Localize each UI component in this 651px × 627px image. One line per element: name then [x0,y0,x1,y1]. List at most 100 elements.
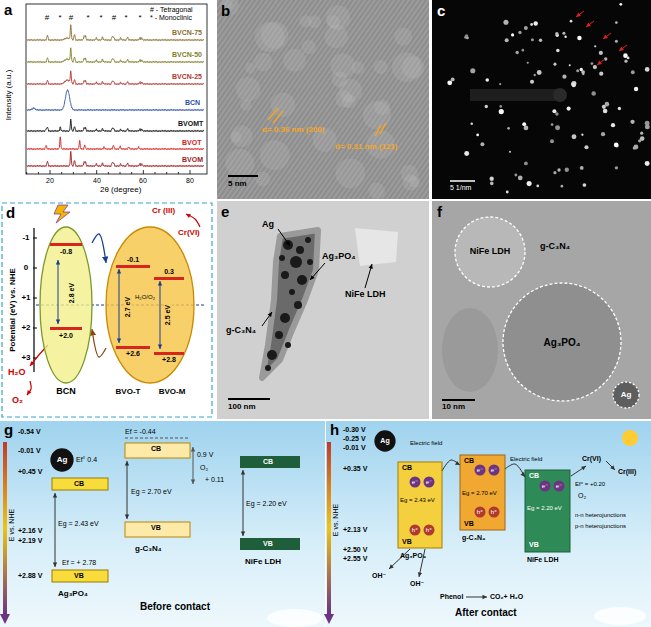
node-text: +2.8 [162,356,176,364]
image-texture [245,63,256,74]
diffraction-spot [531,38,534,41]
arrow-line [442,460,460,471]
label: Ag₃PO₄ [400,552,426,560]
particle-circle: Ag [612,381,640,409]
scale-bar [228,175,258,177]
particle-circle: NiFe LDH [454,216,526,288]
arrow-head [53,493,57,498]
ag-nanoparticle [275,331,283,339]
axis-tick [33,328,37,329]
diffraction-spot [552,109,556,113]
diffraction-spot [499,109,504,114]
node-text: +2.0 [59,332,73,340]
label: VB [402,538,412,546]
diffraction-spot [490,182,494,186]
label: * [99,14,102,23]
node-text: NiFe LDH [470,247,511,257]
label: e⁻ [556,483,563,490]
image-texture [339,79,362,102]
metal-circle: Ag [51,449,73,471]
ag-nanoparticle [307,259,313,265]
ag-nanoparticle [279,255,285,261]
electron [540,481,551,492]
band-column [460,455,505,530]
diffraction-spot [618,107,621,110]
arrow-line [278,229,290,246]
label: * - Monoclinic [150,14,192,22]
diffraction-spot [580,166,584,170]
diffraction-spot [634,87,638,91]
arrow-line [55,493,56,567]
diffraction-spot [505,38,509,42]
label: NiFe LDH [245,558,281,567]
label: # [45,14,49,23]
label: Eg = 2.43 eV [400,497,435,504]
axis-tick [73,172,74,174]
panel-letter: a [4,2,12,19]
diffraction-spot [447,80,452,85]
hole [410,525,421,536]
node-outline [503,283,621,401]
diffraction-spot [591,91,595,95]
node-shape [106,227,194,399]
valence-band [125,522,190,537]
axis-tick [33,298,37,299]
label: 40 [93,177,101,185]
label: Eg = 2.70 eV [462,490,497,497]
label: h⁺ [491,509,498,516]
tem-image [217,201,429,419]
image-texture [374,60,388,74]
label: +3 [21,354,30,363]
ag-nanoparticle [281,271,289,279]
tem-image [217,0,429,199]
label: h⁺ [412,527,419,534]
arrow-line [58,260,59,324]
label: e⁻ [477,467,484,474]
panel-letter: b [221,3,230,20]
conduction-band [125,443,190,458]
label: H₂O/O₂ [135,294,155,301]
diffraction-spot [555,32,558,35]
node-outline [40,227,92,383]
arrow-head [310,275,315,280]
diffraction-spot [583,183,587,187]
label: +2.55 V [343,555,367,563]
node-text: 2.5 eV [164,304,172,326]
axis-tick [33,238,37,239]
axis-tick [38,172,39,174]
node-outline [375,431,395,451]
axis-tick [61,172,62,174]
label: 80 [186,177,194,185]
label: p-n heterojunctions [575,523,626,530]
fringe-marker [375,125,381,136]
label: VB [263,540,273,548]
node-text: +2.6 [126,350,140,358]
ag-nanoparticle [280,313,290,323]
label: Electric field [510,456,542,463]
label: Intensity (a.u.) [5,70,14,121]
diffraction-spot [524,161,528,165]
arrow-head [610,465,615,470]
diffraction-spot [503,20,508,25]
diffraction-spot [524,26,528,30]
arrow-head [581,466,586,470]
label: VB [529,541,539,549]
node-outline [51,449,73,471]
panel-border [2,203,212,417]
arrow-line [243,470,244,536]
label: NiFe LDH [345,290,386,300]
label: BCN [185,99,200,107]
ag-nanoparticle [267,350,277,360]
diffraction-spot [539,39,542,42]
arrow-head [418,572,422,577]
diffraction-spot [599,72,603,76]
node-text: Ag [380,437,389,445]
node-outline [613,382,639,408]
diffraction-spot [576,69,579,72]
diffraction-spot [557,168,560,171]
label: +2.19 V [18,537,42,545]
cloud [267,609,323,627]
arrow-head [27,390,31,395]
diffraction-spot [567,107,571,111]
diffraction-spot [565,168,569,172]
